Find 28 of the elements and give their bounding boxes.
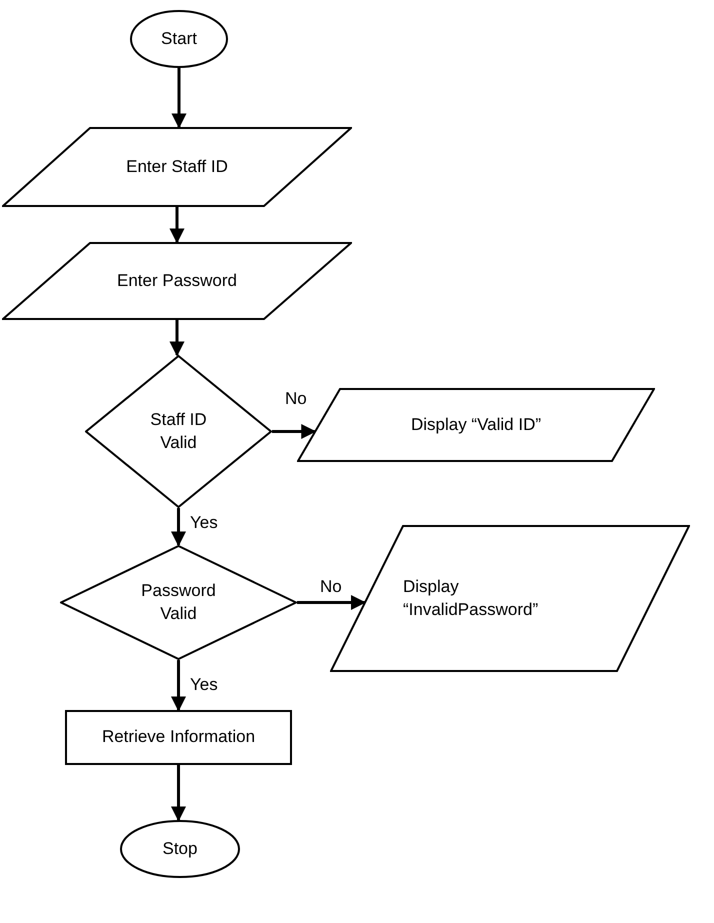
node-text: Password Valid bbox=[140, 580, 217, 624]
terminal-ellipse bbox=[120, 820, 240, 878]
edge-label: No bbox=[283, 390, 309, 407]
process-box bbox=[65, 710, 292, 765]
arrow bbox=[171, 765, 186, 822]
decision-diamond bbox=[60, 545, 297, 660]
node-text: Display “Valid ID” bbox=[410, 414, 542, 436]
arrow bbox=[172, 68, 186, 128]
arrow bbox=[171, 660, 186, 712]
node-text: Display “InvalidPassword” bbox=[403, 576, 540, 620]
input-output-parallelogram bbox=[2, 127, 352, 207]
arrow bbox=[170, 207, 184, 244]
arrow bbox=[170, 320, 184, 356]
node-text: Enter Password bbox=[117, 270, 237, 292]
decision-diamond bbox=[85, 355, 272, 508]
edge-label: No bbox=[318, 578, 344, 595]
edge-label: Yes bbox=[188, 676, 220, 693]
edge-label: Yes bbox=[188, 514, 220, 531]
terminal-ellipse bbox=[130, 10, 228, 68]
node-text: Enter Staff ID bbox=[126, 156, 228, 178]
node-text: Start bbox=[161, 28, 197, 50]
node-text: Stop bbox=[162, 838, 198, 860]
node-text: Retrieve Information bbox=[102, 726, 256, 748]
arrow bbox=[171, 508, 186, 546]
arrow bbox=[272, 424, 316, 439]
node-text: Staff ID Valid bbox=[149, 409, 208, 454]
input-output-parallelogram bbox=[2, 242, 352, 320]
arrow bbox=[297, 595, 366, 610]
